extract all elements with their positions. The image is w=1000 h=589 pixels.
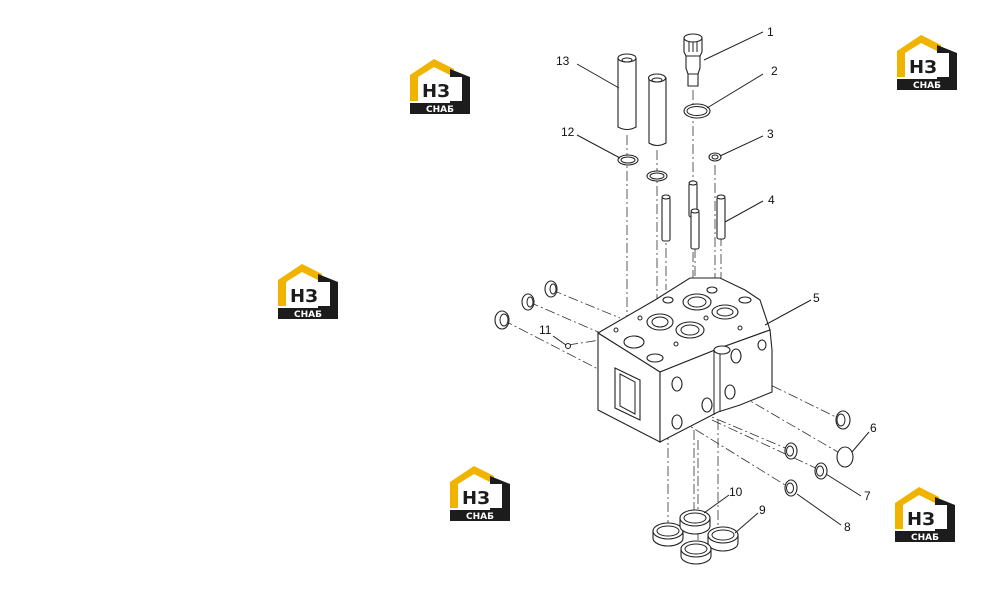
part-9-seal-cup bbox=[707, 526, 739, 552]
part-13-sleeve bbox=[617, 53, 637, 131]
part-8-ring bbox=[784, 479, 798, 497]
leader-lines bbox=[552, 31, 870, 534]
part-7-ring bbox=[814, 462, 828, 480]
part-11-pin bbox=[564, 342, 572, 350]
part-4-dowel-pin bbox=[661, 194, 671, 242]
svg-text:СНАБ: СНАБ bbox=[426, 105, 454, 115]
callout-13: 13 bbox=[556, 54, 570, 68]
svg-text:НЗ: НЗ bbox=[907, 509, 935, 530]
part-6-plug bbox=[835, 410, 851, 430]
callout-12: 12 bbox=[561, 125, 575, 139]
cup-plug bbox=[521, 293, 535, 311]
part-3-small-ring bbox=[708, 152, 722, 162]
callout-3: 3 bbox=[767, 127, 774, 141]
watermark-logo: НЗ СНАБ bbox=[450, 466, 510, 522]
cup-plug bbox=[494, 310, 510, 330]
part-4-dowel-pin bbox=[690, 208, 700, 250]
part-5-cylinder-head bbox=[596, 277, 773, 443]
part-12-o-ring bbox=[646, 170, 668, 182]
callout-6: 6 bbox=[870, 421, 877, 435]
watermark-logo: НЗ СНАБ bbox=[895, 487, 955, 543]
part-4-dowel-pin bbox=[716, 194, 726, 240]
callout-5: 5 bbox=[813, 291, 820, 305]
svg-text:СНАБ: СНАБ bbox=[466, 512, 494, 522]
watermark-logo: НЗ СНАБ bbox=[410, 59, 470, 115]
watermark-logo: НЗ СНАБ bbox=[897, 35, 957, 91]
svg-text:СНАБ: СНАБ bbox=[911, 533, 939, 543]
watermark-logo: НЗ СНАБ bbox=[278, 264, 338, 320]
part-2-seal-ring bbox=[683, 103, 711, 119]
callout-9: 9 bbox=[759, 503, 766, 517]
callout-4: 4 bbox=[768, 193, 775, 207]
svg-text:НЗ: НЗ bbox=[290, 286, 318, 307]
cup-plug bbox=[544, 280, 558, 298]
part-10-seal-cup bbox=[679, 509, 711, 535]
callout-7: 7 bbox=[864, 489, 871, 503]
part-10-seal-cup bbox=[652, 522, 684, 547]
part-13-sleeve bbox=[647, 73, 667, 147]
callout-2: 2 bbox=[771, 64, 778, 78]
svg-text:НЗ: НЗ bbox=[422, 81, 450, 102]
part-12-o-ring bbox=[617, 154, 639, 166]
callout-11: 11 bbox=[539, 323, 552, 337]
part-1-injector-sleeve bbox=[683, 33, 703, 87]
svg-text:СНАБ: СНАБ bbox=[294, 310, 322, 320]
svg-text:НЗ: НЗ bbox=[462, 488, 490, 509]
callout-10: 10 bbox=[729, 485, 743, 499]
callout-8: 8 bbox=[844, 520, 851, 534]
part-10-seal-cup bbox=[680, 540, 712, 565]
callout-1: 1 bbox=[767, 25, 774, 39]
svg-text:СНАБ: СНАБ bbox=[913, 81, 941, 91]
part-6-plug bbox=[836, 446, 854, 468]
part-7-ring bbox=[784, 442, 798, 460]
svg-text:НЗ: НЗ bbox=[909, 57, 937, 78]
